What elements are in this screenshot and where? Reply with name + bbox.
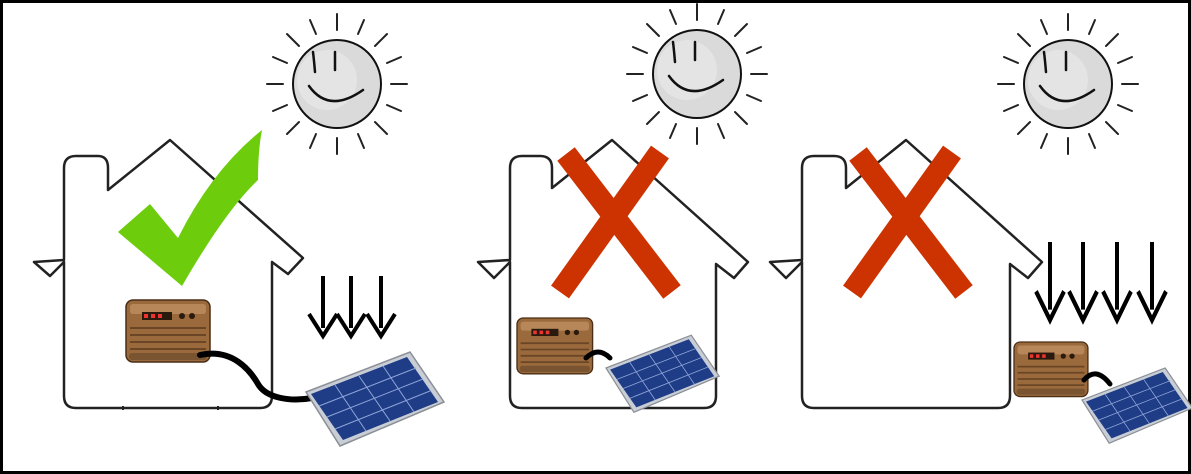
battery-box-icon [516,317,594,375]
battery-cable [1081,371,1113,387]
panel-2-incorrect [476,2,769,413]
panel-3-incorrect [768,12,1191,444]
cross-mark-icon [843,145,973,299]
panel-1-correct [32,12,445,447]
battery-cable [583,349,613,361]
battery-box-icon [125,299,211,363]
house-outline [768,138,1044,410]
check-mark-icon [118,130,262,286]
battery-cable [197,350,315,403]
battery-box-icon [1013,341,1089,398]
sunlight-arrows [307,274,397,338]
cross-mark-icon [551,145,681,299]
